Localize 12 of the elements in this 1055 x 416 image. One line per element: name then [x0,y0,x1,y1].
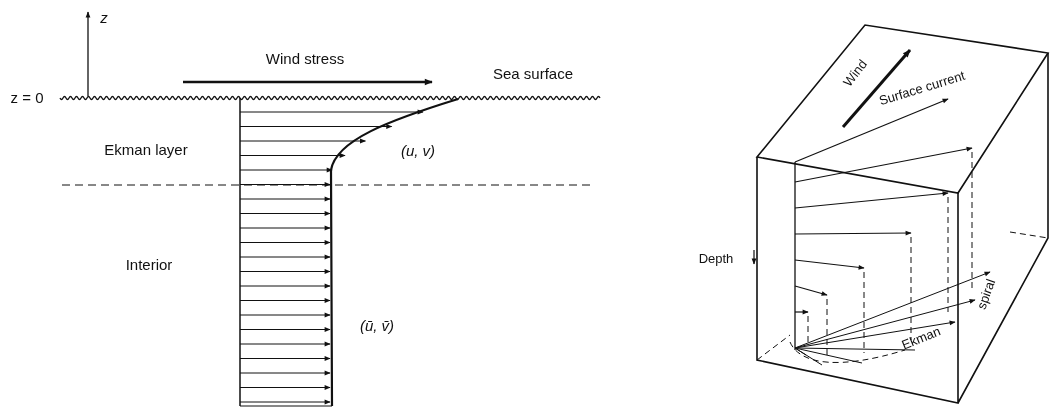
axis-label: (ū, v̄) [359,317,395,333]
axis-label: (u, v) [400,142,436,158]
axis-label: Interior [125,256,173,272]
axis-label: Ekman layer [104,141,188,157]
axis-label: Wind stress [265,50,345,66]
axis-label: Surface current [877,68,967,108]
axis-label: Depth [698,251,734,265]
axis-label: z [100,9,108,25]
axis-label: Ekman [899,324,943,352]
axis-label: z = 0 [10,89,44,105]
axis-label: Sea surface [493,65,573,81]
axis-label: spiral [974,277,998,311]
